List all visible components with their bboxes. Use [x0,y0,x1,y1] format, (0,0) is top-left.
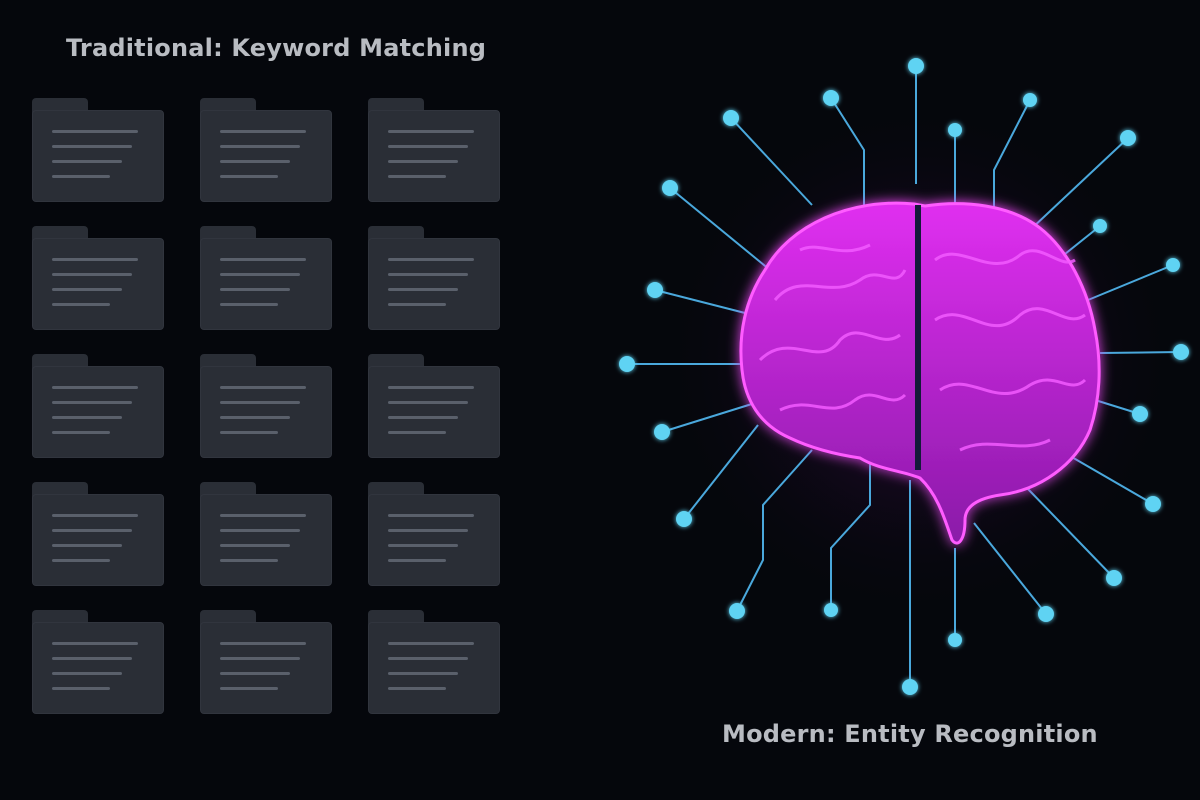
folder-grid [32,98,502,714]
folder-icon [368,482,502,586]
folder-icon [368,354,502,458]
brain-network-icon [619,58,1189,695]
folder-icon [368,610,502,714]
folder-icon [32,226,166,330]
folder-icon [200,354,334,458]
modern-title: Modern: Entity Recognition [722,720,1098,748]
folder-icon [32,482,166,586]
traditional-title: Traditional: Keyword Matching [66,34,487,62]
folder-icon [368,98,502,202]
connector-lines [627,66,1182,687]
folder-icon [200,226,334,330]
folder-icon [200,98,334,202]
folder-icon [368,226,502,330]
folder-icon [32,354,166,458]
node-dots [619,58,1189,695]
folder-icon [32,610,166,714]
folder-icon [200,482,334,586]
folder-icon [32,98,166,202]
folder-icon [200,610,334,714]
